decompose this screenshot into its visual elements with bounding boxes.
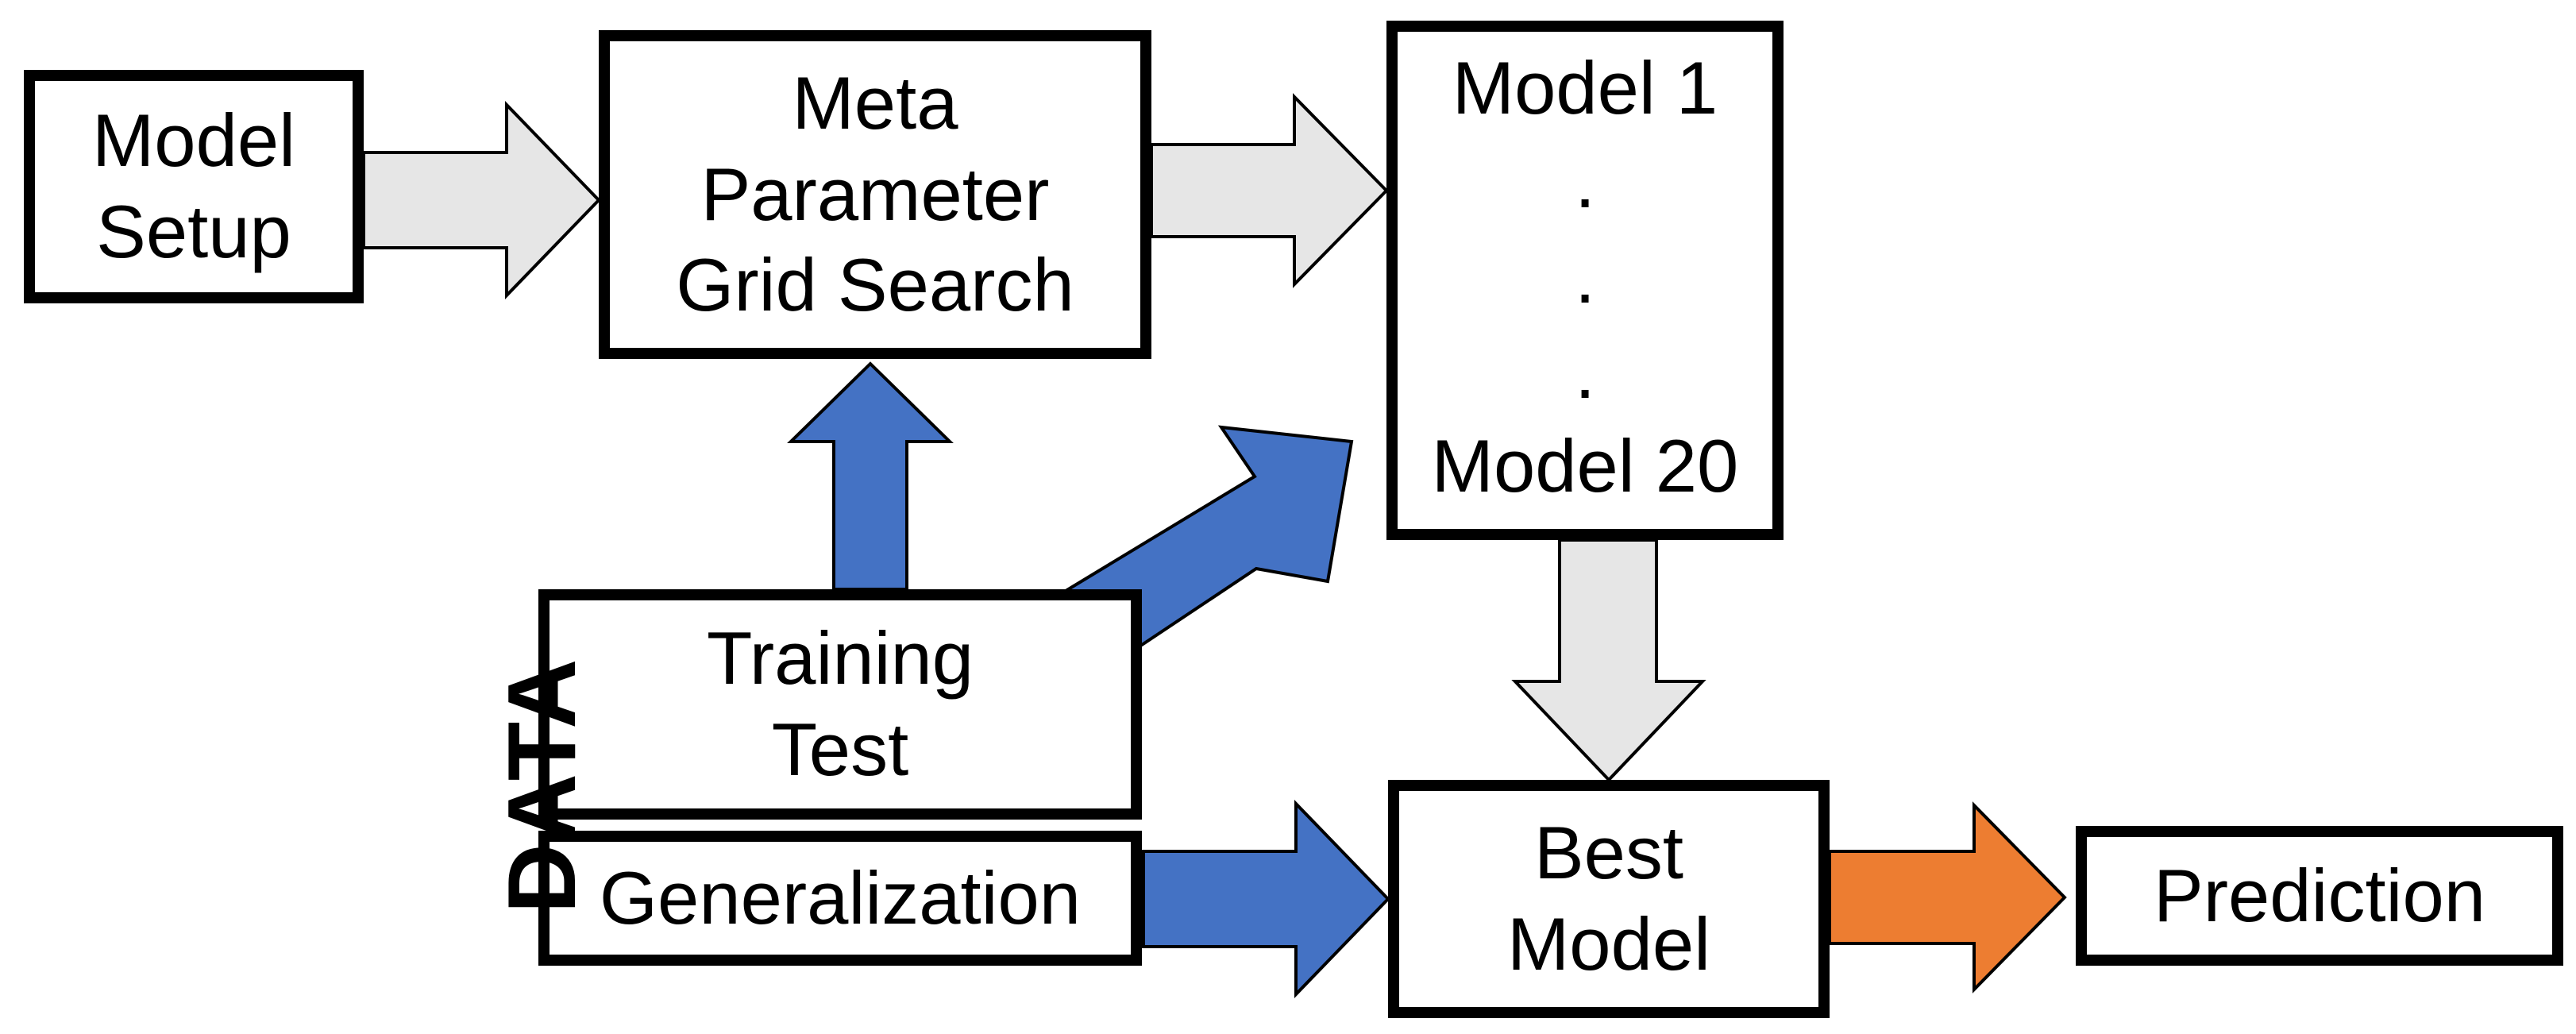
generalization-label: Generalization (599, 855, 1082, 939)
prediction-box: Prediction (2076, 826, 2563, 966)
meta-parameter-grid-search-box: Meta Parameter Grid Search (599, 30, 1151, 359)
best-model-line-2: Model (1506, 902, 1711, 986)
model-dot-3: . (1574, 330, 1596, 415)
arrow-models-to-best (1511, 538, 1706, 782)
test-label: Test (771, 708, 909, 791)
model-setup-line-1: Model (91, 98, 296, 183)
data-label-text: DATA (488, 658, 596, 914)
training-label: Training (706, 616, 974, 700)
model-setup-box: Model Setup (24, 70, 364, 303)
models-box: Model 1 . . . Model 20 (1386, 21, 1784, 540)
best-model-line-1: Best (1533, 811, 1684, 895)
prediction-label: Prediction (2154, 853, 2485, 937)
meta-grid-line-1: Meta (792, 60, 958, 145)
arrow-data-to-grid (787, 361, 954, 591)
meta-grid-line-2: Parameter (700, 152, 1050, 236)
model-dot-1: . (1574, 139, 1596, 223)
training-test-box: Training Test (538, 589, 1142, 820)
model-ellipsis: . . . (1575, 134, 1595, 421)
best-model-box: Best Model (1388, 780, 1830, 1018)
arrow-best-to-prediction (1828, 801, 2067, 993)
meta-grid-line-3: Grid Search (676, 243, 1074, 327)
model-dot-2: . (1574, 234, 1596, 318)
model-setup-line-2: Setup (96, 190, 291, 273)
arrow-grid-to-models (1150, 93, 1389, 288)
model-first-label: Model 1 (1452, 46, 1718, 129)
arrow-generalization-to-best (1142, 800, 1390, 998)
arrow-setup-to-grid (362, 101, 601, 299)
model-last-label: Model 20 (1431, 423, 1739, 507)
generalization-box: Generalization (538, 831, 1142, 966)
